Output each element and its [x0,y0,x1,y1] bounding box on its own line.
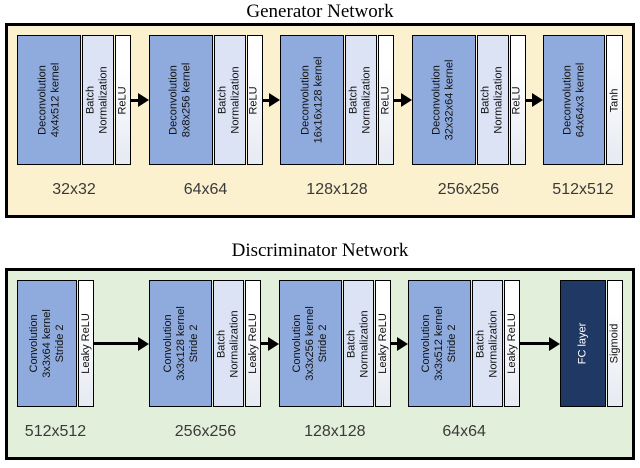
leaky-relu-activation-layer: Leaky ReLU [374,280,391,407]
batch-norm-layer: Batch Normalization [342,280,374,407]
deconvolution-layer: Deconvolution 64x64x3 kernel [543,35,605,165]
layer-label: Batch Normalization [85,66,110,134]
generator-block-3: Deconvolution 16x16x128 kernel Batch Nor… [280,35,394,199]
layer-label: Deconvolution 64x64x3 kernel [561,62,587,138]
generator-panel: Deconvolution 4x4x512 kernel Batch Norma… [5,23,635,218]
layer-label: Leaky ReLU [246,313,259,374]
output-size-label: 256x256 [437,181,500,198]
leaky-relu-activation-layer: Leaky ReLU [78,280,94,407]
layer-label: Sigmoid [608,323,621,364]
layer-label: Batch Normalization [216,309,241,378]
layer-label: Leaky ReLU [376,313,389,374]
layer-label: Batch Normalization [479,66,505,134]
layer-label: Batch Normalization [348,66,373,134]
flow-arrow [394,35,412,165]
relu-activation-layer: ReLU [246,35,263,165]
layer-label: Tanh [608,88,621,112]
flow-arrow [94,280,150,407]
convolution-layer: Convolution 3x3x64 kernel Stride 2 [17,280,77,407]
output-size-label: 128x128 [304,423,366,440]
output-size-label: 64x64 [183,181,228,198]
layer-label: Leaky ReLU [79,313,92,374]
batch-norm-layer: Batch Normalization [82,35,114,165]
layer-label: Convolution 3x3x64 kernel Stride 2 [27,309,66,378]
convolution-layer: Convolution 3x3x256 kernel Stride 2 [278,280,342,407]
output-size-label: 128x128 [306,181,368,198]
batch-norm-layer: Batch Normalization [213,35,246,165]
discriminator-title: Discriminator Network [231,240,409,261]
output-size-label: 32x32 [52,181,96,198]
layer-label: ReLU [379,85,392,115]
layer-label: ReLU [511,85,524,115]
output-size-label: 256x256 [174,423,237,440]
generator-title: Generator Network [246,1,394,22]
discriminator-panel: Convolution 3x3x64 kernel Stride 2 Leaky… [5,268,635,460]
leaky-relu-activation-layer: Leaky ReLU [504,280,521,407]
layer-label: Deconvolution 8x8x256 kernel [167,62,193,138]
deconvolution-layer: Deconvolution 8x8x256 kernel [148,35,213,165]
flow-arrow [131,35,149,165]
generator-block-5: Deconvolution 64x64x3 kernel Tanh 512x51… [543,35,623,199]
layer-label: Convolution 3x3x512 kernel Stride 2 [420,306,459,381]
deconvolution-layer: Deconvolution 4x4x512 kernel [17,35,81,165]
output-size-label: 512x512 [552,181,614,198]
sigmoid-activation-layer: Sigmoid [606,280,623,407]
batch-norm-layer: Batch Normalization [472,280,504,407]
generator-block-1: Deconvolution 4x4x512 kernel Batch Norma… [17,35,131,199]
flow-arrow [390,280,409,407]
discriminator-block-4: Convolution 3x3x512 kernel Stride 2 Batc… [408,280,521,441]
layer-label: Deconvolution 16x16x128 kernel [299,56,324,144]
layer-label: Convolution 3x3x128 kernel Stride 2 [161,306,200,381]
batch-norm-layer: Batch Normalization [476,35,509,165]
discriminator-block-1: Convolution 3x3x64 kernel Stride 2 Leaky… [17,280,94,441]
layer-label: Batch Normalization [474,309,500,378]
batch-norm-layer: Batch Normalization [213,280,245,407]
output-size-label: 512x512 [24,423,87,440]
output-size-label: 64x64 [442,423,486,440]
fc-layer: FC layer [559,280,606,407]
layer-label: Convolution 3x3x256 kernel Stride 2 [290,306,329,381]
flow-arrow [520,280,560,407]
leaky-relu-activation-layer: Leaky ReLU [245,280,262,407]
deconvolution-layer: Deconvolution 32x32x64 kernel [411,35,476,165]
layer-label: Leaky ReLU [505,313,518,374]
flow-arrow [261,280,279,407]
layer-label: Deconvolution 32x32x64 kernel [430,59,456,141]
deconvolution-layer: Deconvolution 16x16x128 kernel [280,35,344,165]
layer-label: FC layer [576,322,589,365]
layer-label: ReLU [248,85,261,115]
layer-label: Batch Normalization [345,309,371,378]
convolution-layer: Convolution 3x3x128 kernel Stride 2 [149,280,213,407]
generator-block-2: Deconvolution 8x8x256 kernel Batch Norma… [148,35,263,199]
discriminator-block-3: Convolution 3x3x256 kernel Stride 2 Batc… [278,280,391,441]
flow-arrow [525,35,543,165]
layer-label: ReLU [116,85,129,115]
flow-arrow [262,35,280,165]
relu-activation-layer: ReLU [509,35,526,165]
generator-block-4: Deconvolution 32x32x64 kernel Batch Norm… [411,35,526,199]
convolution-layer: Convolution 3x3x512 kernel Stride 2 [408,280,472,407]
discriminator-block-2: Convolution 3x3x128 kernel Stride 2 Batc… [149,280,262,441]
relu-activation-layer: ReLU [115,35,131,165]
tanh-activation-layer: Tanh [606,35,623,165]
layer-label: Deconvolution 4x4x512 kernel [36,62,62,138]
layer-label: Batch Normalization [216,66,242,134]
discriminator-block-5: FC layer Sigmoid [559,280,623,407]
relu-activation-layer: ReLU [378,35,394,165]
batch-norm-layer: Batch Normalization [345,35,377,165]
